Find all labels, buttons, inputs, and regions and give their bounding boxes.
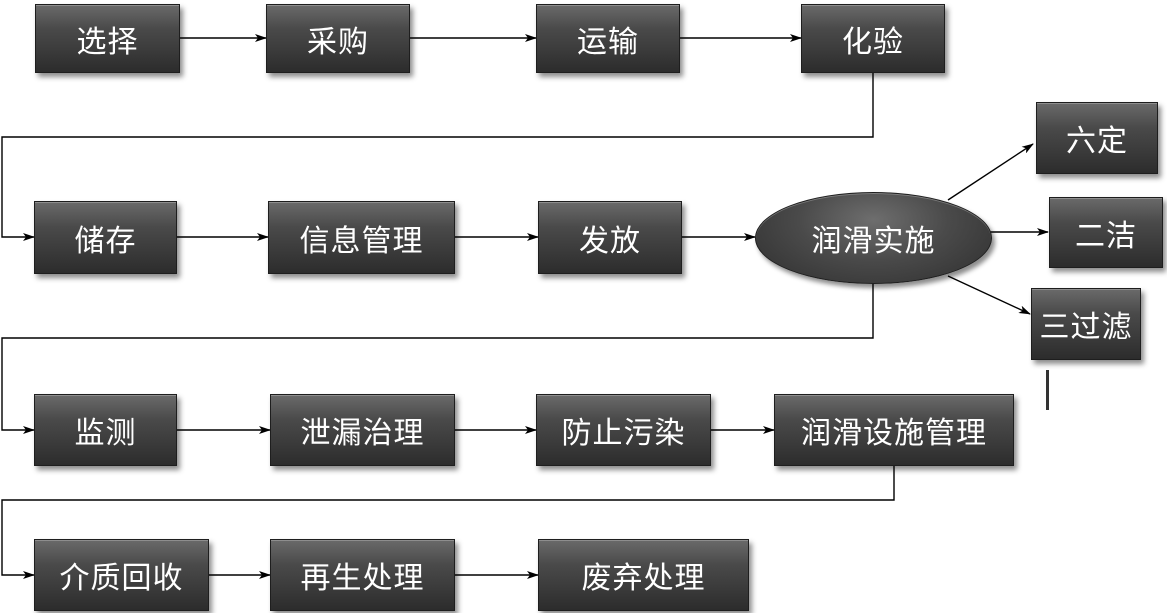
node-transport: 运输 <box>536 4 680 73</box>
node-medium-recovery: 介质回收 <box>34 539 209 611</box>
node-storage: 储存 <box>34 201 177 274</box>
arrow-lube-monitor <box>1 284 874 434</box>
arrow-lube-six <box>947 143 1034 201</box>
node-monitor: 监测 <box>34 394 177 466</box>
node-purchase: 采购 <box>266 4 410 73</box>
node-info-mgmt: 信息管理 <box>268 201 455 274</box>
node-three-filter: 三过滤 <box>1031 288 1141 360</box>
stray-mark <box>1046 370 1049 410</box>
node-two-clean: 二洁 <box>1049 197 1163 268</box>
node-lube-impl: 润滑实施 <box>755 192 992 284</box>
node-six-fixed: 六定 <box>1036 102 1158 174</box>
node-pollution-prev: 防止污染 <box>536 394 711 466</box>
node-regen: 再生处理 <box>270 539 455 611</box>
arrow-facility-recovery <box>1 466 895 579</box>
node-lube-facility-mgmt: 润滑设施管理 <box>774 394 1014 466</box>
node-assay: 化验 <box>801 4 945 73</box>
node-disposal: 废弃处理 <box>538 539 749 611</box>
node-distribute: 发放 <box>538 201 682 274</box>
node-leak-ctrl: 泄漏治理 <box>270 394 455 466</box>
arrow-lube-three <box>947 275 1031 315</box>
node-select: 选择 <box>35 4 180 73</box>
arrow-assay-storage <box>1 73 874 241</box>
